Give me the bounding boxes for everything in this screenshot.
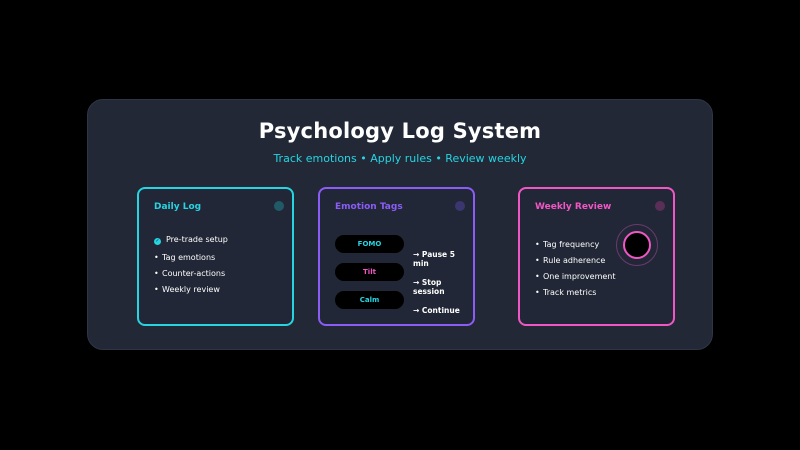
daily-log-title: Daily Log [154,202,202,212]
list-item: Rule adherence [535,255,616,271]
emotion-tags-title: Emotion Tags [335,202,403,212]
weekly-review-card: Weekly Review Tag frequency Rule adheren… [518,187,675,326]
checked-item: ✓ Pre-trade setup [154,234,228,246]
list-item: Tag emotions [154,252,225,268]
status-dot-icon [455,201,465,211]
list-item: Track metrics [535,287,616,303]
tag-pill-calm: Calm [335,291,404,309]
tag-pill-tilt: Tilt [335,263,404,281]
emotion-tags-card: Emotion Tags FOMO → Pause 5 min Tilt → S… [318,187,475,326]
list-item: Counter-actions [154,268,225,284]
tag-action-tilt: → Stop session [413,278,445,296]
status-dot-icon [655,201,665,211]
weekly-review-title: Weekly Review [535,202,612,212]
daily-log-card: Daily Log ✓ Pre-trade setup Tag emotions … [137,187,294,326]
page-subtitle: Track emotions • Apply rules • Review we… [273,152,527,165]
weekly-review-list: Tag frequency Rule adherence One improve… [535,239,616,303]
status-dot-icon [274,201,284,211]
target-ring-icon [616,224,658,266]
list-item: Weekly review [154,284,225,300]
list-item: Tag frequency [535,239,616,255]
checked-item-label: Pre-trade setup [166,235,228,244]
tag-pill-fomo: FOMO [335,235,404,253]
target-ring-inner [623,231,651,259]
daily-log-list: Tag emotions Counter-actions Weekly revi… [154,252,225,300]
tag-action-fomo: → Pause 5 min [413,250,455,268]
page-title: Psychology Log System [258,119,542,143]
check-icon: ✓ [154,238,161,245]
tag-action-calm: → Continue [413,306,460,315]
list-item: One improvement [535,271,616,287]
